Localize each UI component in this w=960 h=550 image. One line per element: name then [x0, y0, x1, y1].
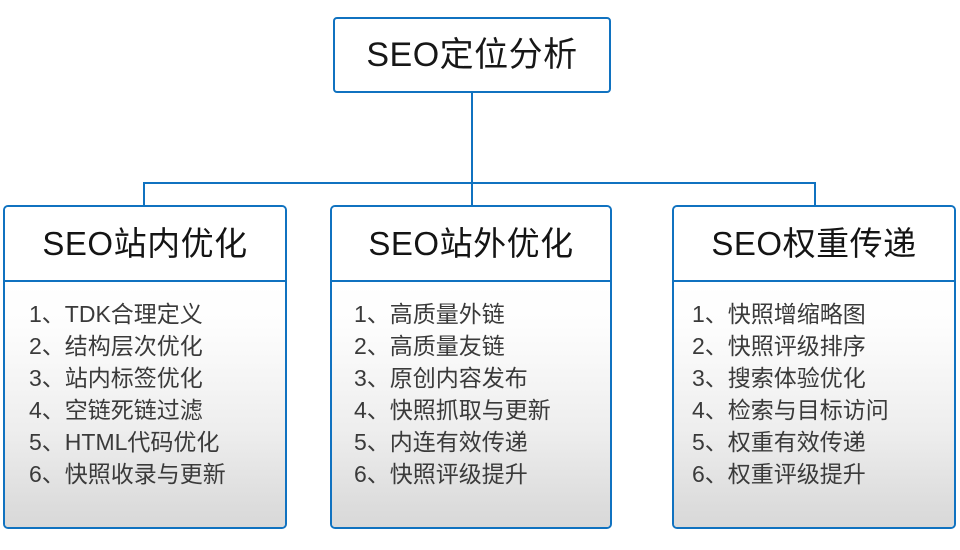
list-item: 5、内连有效传递 [354, 429, 528, 455]
branch-card-2-list: 1、高质量外链 2、高质量友链 3、原创内容发布 4、快照抓取与更新 5、内连有… [332, 298, 551, 490]
branch-card-1-list: 1、TDK合理定义 2、结构层次优化 3、站内标签优化 4、空链死链过滤 5、H… [5, 298, 226, 490]
list-item: 6、快照收录与更新 [29, 461, 226, 487]
list-item: 5、HTML代码优化 [29, 429, 220, 455]
branch-card-3-header: SEO权重传递 [674, 207, 954, 282]
list-item: 1、TDK合理定义 [29, 301, 203, 327]
connector-root-vertical [471, 93, 473, 183]
connector-horizontal-bus [143, 182, 816, 184]
connector-branch-2-drop [471, 182, 473, 206]
list-item: 1、快照增缩略图 [692, 301, 866, 327]
list-item: 2、快照评级排序 [692, 333, 866, 359]
list-item: 3、站内标签优化 [29, 365, 203, 391]
branch-card-2-header: SEO站外优化 [332, 207, 610, 282]
branch-card-2-title: SEO站外优化 [368, 225, 574, 262]
list-item: 4、快照抓取与更新 [354, 397, 551, 423]
connector-branch-3-drop [814, 182, 816, 206]
connector-branch-1-drop [143, 182, 145, 206]
branch-card-2[interactable]: SEO站外优化 1、高质量外链 2、高质量友链 3、原创内容发布 4、快照抓取与… [330, 205, 612, 529]
list-item: 2、结构层次优化 [29, 333, 203, 359]
list-item: 4、检索与目标访问 [692, 397, 889, 423]
branch-card-3[interactable]: SEO权重传递 1、快照增缩略图 2、快照评级排序 3、搜索体验优化 4、检索与… [672, 205, 956, 529]
branch-card-1-header: SEO站内优化 [5, 207, 285, 282]
list-item: 4、空链死链过滤 [29, 397, 203, 423]
root-node[interactable]: SEO定位分析 [333, 17, 611, 93]
list-item: 3、原创内容发布 [354, 365, 528, 391]
branch-card-1-body: 1、TDK合理定义 2、结构层次优化 3、站内标签优化 4、空链死链过滤 5、H… [5, 282, 285, 527]
branch-card-3-title: SEO权重传递 [711, 225, 917, 262]
list-item: 5、权重有效传递 [692, 429, 866, 455]
list-item: 2、高质量友链 [354, 333, 505, 359]
list-item: 6、快照评级提升 [354, 461, 528, 487]
branch-card-2-body: 1、高质量外链 2、高质量友链 3、原创内容发布 4、快照抓取与更新 5、内连有… [332, 282, 610, 527]
list-item: 6、权重评级提升 [692, 461, 866, 487]
branch-card-3-body: 1、快照增缩略图 2、快照评级排序 3、搜索体验优化 4、检索与目标访问 5、权… [674, 282, 954, 527]
branch-card-1-title: SEO站内优化 [42, 225, 248, 262]
root-node-label: SEO定位分析 [366, 36, 578, 74]
list-item: 3、搜索体验优化 [692, 365, 866, 391]
branch-card-3-list: 1、快照增缩略图 2、快照评级排序 3、搜索体验优化 4、检索与目标访问 5、权… [674, 298, 889, 490]
branch-card-1[interactable]: SEO站内优化 1、TDK合理定义 2、结构层次优化 3、站内标签优化 4、空链… [3, 205, 287, 529]
list-item: 1、高质量外链 [354, 301, 505, 327]
